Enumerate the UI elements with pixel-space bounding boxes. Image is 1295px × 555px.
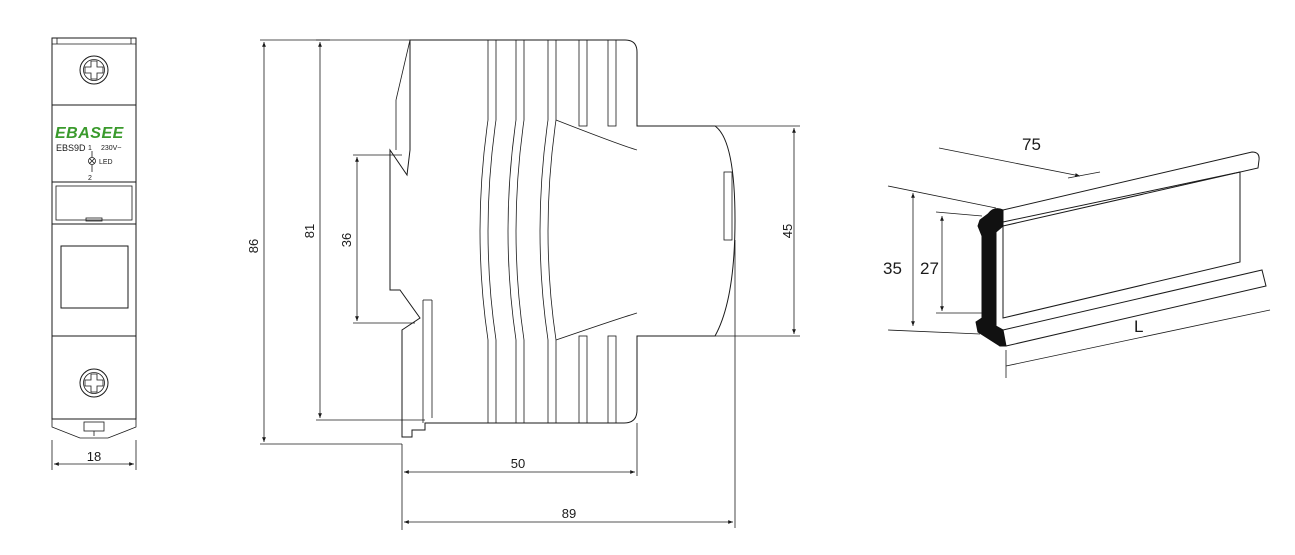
side-ribs [479, 39, 638, 424]
rail-length-75-dimension: 75 [1022, 135, 1041, 154]
voltage-label: 230V~ [101, 145, 121, 152]
front-width-dimension: 18 [87, 449, 101, 464]
side-view: 86 81 36 45 50 89 [246, 39, 800, 530]
side-body-outline [389, 39, 736, 438]
terminal-top-label: 1 [88, 145, 92, 152]
din-rail-view: 75 35 27 L [883, 135, 1271, 378]
total-depth-89-dimension: 89 [562, 506, 576, 521]
din-rail-top-flange [1002, 151, 1260, 227]
fuse-holder-handle [55, 185, 133, 221]
top-terminal-screw-icon [79, 55, 109, 85]
rail-height-35-dimension: 35 [883, 259, 902, 278]
model-label: EBS9D [56, 143, 86, 153]
height-81-dimension: 81 [302, 224, 317, 238]
din-rail-web [1002, 171, 1241, 319]
bottom-terminal-screw-icon [79, 368, 109, 398]
front-body-outline [51, 37, 137, 420]
rail-length-L-dimension: L [1134, 317, 1143, 336]
din-rail-bottom-flange [999, 269, 1267, 347]
led-label: LED [99, 159, 113, 166]
front-height-45-dimension: 45 [780, 224, 795, 238]
terminal-bottom-label: 2 [88, 175, 92, 182]
clip-height-36-dimension: 36 [339, 233, 354, 247]
fuse-window [60, 245, 129, 309]
led-indicator-icon [88, 157, 96, 165]
din-rail-profile-end [975, 208, 1007, 347]
front-view: EBASEE EBS9D 230V~ 1 LED 2 [51, 37, 137, 470]
height-86-dimension: 86 [246, 239, 261, 253]
rail-inner-height-27-dimension: 27 [920, 259, 939, 278]
brand-logo: EBASEE [55, 125, 125, 142]
depth-50-dimension: 50 [511, 456, 525, 471]
